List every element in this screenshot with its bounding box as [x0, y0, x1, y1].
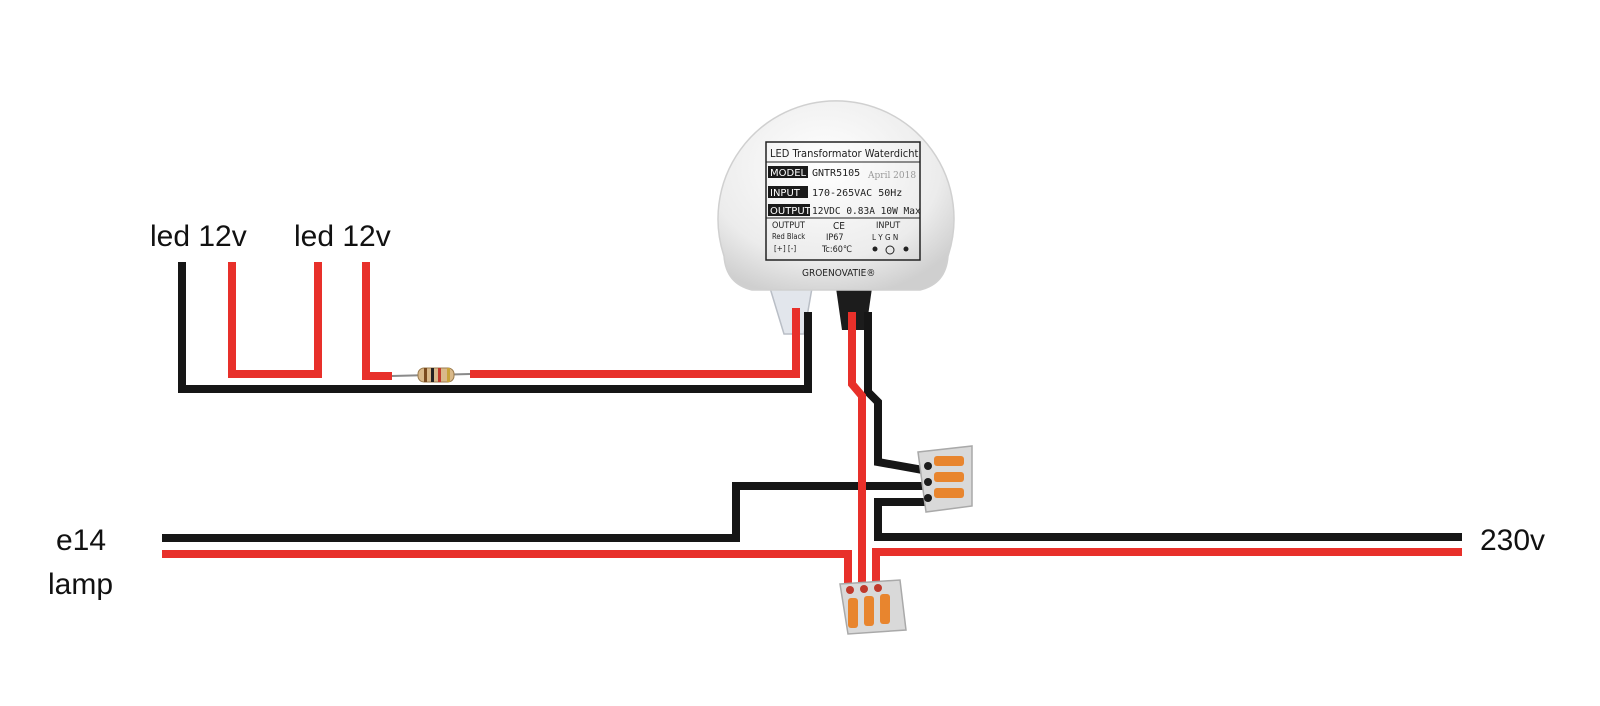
input-terminals: L Y G N — [872, 233, 898, 242]
label-title: LED Transformator Waterdicht — [770, 147, 918, 160]
tc-rating: Tc:60℃ — [821, 245, 852, 255]
input-heading: INPUT — [876, 221, 900, 231]
led-red-wire — [228, 262, 800, 380]
resistor-icon — [391, 367, 471, 383]
date-value: April 2018 — [867, 171, 916, 181]
input-gland — [836, 288, 872, 330]
transformer-neutral-wire — [864, 312, 935, 476]
led-strip-label-1: led 12v — [150, 220, 247, 253]
ip-rating: IP67 — [826, 233, 844, 243]
spec-label: LED Transformator Waterdicht MODEL GNTR5… — [765, 141, 921, 261]
output-value: 12VDC 0.83A 10W Max — [812, 206, 921, 217]
input-value: 170-265VAC 50Hz — [812, 188, 902, 199]
ce-mark: CE — [833, 221, 845, 232]
lamp-label-line2: lamp — [48, 568, 114, 601]
output-colors: Red Black — [772, 232, 805, 241]
mains-neutral-wire — [874, 498, 1462, 541]
led-transformer: LED Transformator Waterdicht MODEL GNTR5… — [717, 100, 955, 291]
lever-connector-icon — [917, 445, 973, 513]
led-strip-label-2: led 12v — [294, 220, 391, 253]
transformer-live-wire — [848, 312, 866, 586]
input-label: INPUT — [770, 188, 801, 199]
model-label: MODEL — [770, 168, 807, 179]
lamp-live-wire — [162, 550, 852, 586]
output-heading: OUTPUT — [772, 221, 805, 231]
output-label: OUTPUT — [770, 206, 812, 217]
lamp-label-line1: e14 — [56, 524, 107, 557]
led-black-wire — [178, 262, 812, 393]
model-value: GNTR5105 — [812, 168, 860, 179]
output-polarity: [+] [-] — [774, 244, 796, 253]
lamp-neutral-wire — [162, 482, 934, 542]
brand-name: GROENOVATIE® — [802, 268, 875, 279]
lever-connector-icon — [839, 579, 907, 635]
mains-label: 230v — [1480, 524, 1546, 557]
mains-live-wire — [872, 548, 1462, 586]
